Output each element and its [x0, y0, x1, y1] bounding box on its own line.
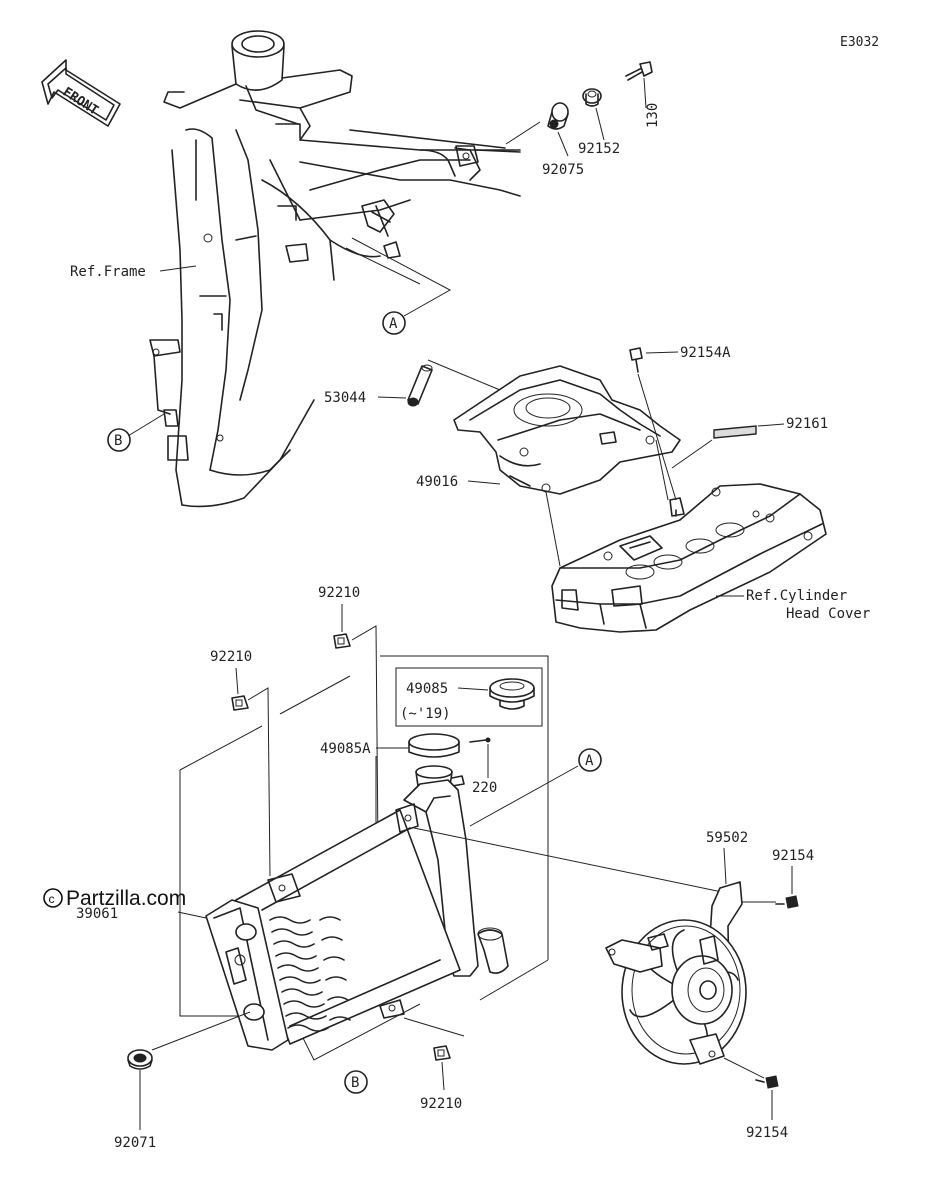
- callout-a-bottom: A: [469, 748, 602, 827]
- svg-text:B: B: [114, 433, 122, 449]
- leader-92071-radiator: [151, 1011, 251, 1051]
- leader-92210-bottom-up: [403, 1017, 465, 1037]
- callout-b-left: B: [107, 413, 165, 452]
- grommet-92075-icon: [547, 102, 569, 130]
- part-53044: 53044: [324, 390, 366, 406]
- leader-ref-frame: [159, 265, 197, 272]
- part-220: 220: [472, 780, 497, 796]
- svg-text:B: B: [351, 1075, 359, 1091]
- svg-text:A: A: [389, 316, 398, 332]
- clip-92210-top-icon: [333, 633, 351, 649]
- leader-49085: [457, 687, 489, 691]
- leader-92210-top-down: [351, 625, 379, 849]
- bolt-92154-top-icon: [775, 895, 799, 909]
- partzilla-watermark: c Partzilla.com: [43, 887, 186, 910]
- leader-92210-left-down: [247, 687, 271, 877]
- leader-92154a-down: [637, 373, 677, 501]
- leader-59502: [723, 847, 727, 885]
- ref-frame-label: Ref.Frame: [70, 264, 146, 280]
- frame-drawing: [149, 30, 521, 508]
- part-92210-top: 92210: [318, 585, 360, 601]
- bolt-92154-bottom-icon: [755, 1075, 779, 1089]
- leader-92075-frame: [505, 121, 541, 145]
- leader-49016: [467, 480, 501, 485]
- leader-92154-bottom-fan: [723, 1057, 765, 1079]
- leader-92210-bottom: [441, 1061, 445, 1091]
- diagram-code: E3032: [840, 35, 879, 50]
- leader-49016-down: [545, 491, 561, 567]
- pad-92161-icon: [713, 425, 757, 439]
- cover-49016-drawing: [453, 365, 681, 495]
- cap-49085-box: [395, 667, 543, 727]
- part-92152: 92152: [578, 141, 620, 157]
- part-49085-note: (~'19): [400, 706, 451, 722]
- radiator-bounding-lines: [179, 655, 549, 1061]
- front-arrow-icon: FRONT: [41, 59, 121, 127]
- screw-220-icon: [469, 737, 491, 743]
- collar-92152-icon: [582, 88, 602, 107]
- leader-radiator-to-fan: [413, 827, 723, 893]
- leader-cover-right: [655, 439, 669, 501]
- leader-92161-down: [671, 439, 713, 469]
- leader-92161: [757, 423, 785, 427]
- part-49085: 49085: [406, 681, 448, 697]
- leader-39061: [177, 911, 207, 919]
- ref-cylinder-label-line2: Head Cover: [786, 606, 870, 622]
- svg-text:c: c: [49, 892, 55, 906]
- part-92210-left: 92210: [210, 649, 252, 665]
- part-39061: 39061: [76, 906, 118, 922]
- leader-92152: [595, 107, 605, 141]
- leader-130: [643, 77, 647, 109]
- part-92071: 92071: [114, 1135, 156, 1151]
- svg-text:A: A: [585, 753, 594, 769]
- part-92154-top: 92154: [772, 848, 814, 864]
- cylinder-head-cover-drawing: [551, 483, 827, 633]
- radiator-drawing: [205, 779, 509, 1051]
- leader-92154a: [645, 351, 679, 354]
- part-92075: 92075: [542, 162, 584, 178]
- bolt-92154a-icon: [629, 347, 643, 373]
- grommet-92071-icon: [127, 1049, 153, 1070]
- part-49016: 49016: [416, 474, 458, 490]
- leader-53044-to-cover: [427, 359, 501, 391]
- bolt-130-icon: [625, 61, 653, 81]
- leader-92075: [557, 131, 569, 157]
- callout-a-top: A: [345, 237, 452, 335]
- part-130: 130: [645, 103, 661, 128]
- cap-49085a-icon: [408, 733, 460, 758]
- clip-92210-left-icon: [231, 695, 249, 711]
- watermark-text: Partzilla.com: [66, 887, 186, 910]
- leader-53044: [377, 396, 407, 399]
- fan-assembly-drawing: [605, 881, 747, 1065]
- ref-cylinder-label-line1: Ref.Cylinder: [746, 588, 847, 604]
- callout-b-bottom: B: [344, 1070, 368, 1094]
- part-59502: 59502: [706, 830, 748, 846]
- clip-92210-bottom-icon: [433, 1045, 451, 1061]
- part-92154-bottom: 92154: [746, 1125, 788, 1141]
- tube-53044-icon: [407, 364, 433, 407]
- leader-92210-left: [235, 667, 239, 695]
- part-92210-bottom: 92210: [420, 1096, 462, 1112]
- part-49085a: 49085A: [320, 741, 371, 757]
- part-92154a: 92154A: [680, 345, 731, 361]
- part-92161: 92161: [786, 416, 828, 432]
